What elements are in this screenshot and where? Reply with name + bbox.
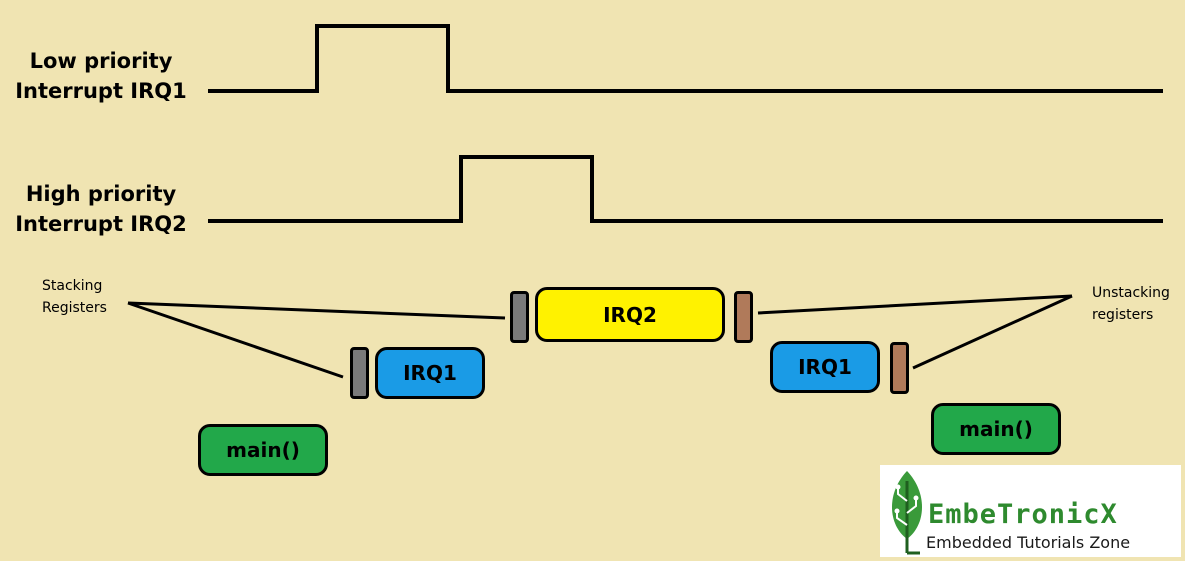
irq1-waveform	[208, 24, 1163, 93]
irq2-signal-label: High priority Interrupt IRQ2	[0, 181, 206, 238]
stacking-register-irq2	[510, 291, 529, 343]
unstacking-register-irq2	[734, 291, 753, 343]
stacking-register-irq1	[350, 347, 369, 399]
irq2-waveform	[208, 155, 1163, 223]
stacking-note: Stacking Registers	[42, 275, 107, 320]
main-block-right: main()	[931, 403, 1061, 455]
unstacking-note: Unstacking registers	[1092, 282, 1170, 327]
unstacking-pointer-from-irq2	[757, 294, 1073, 315]
irq2-label-line1: High priority	[25, 182, 177, 206]
logo-tagline: Embedded Tutorials Zone	[926, 533, 1131, 552]
irq1-signal-label: Low priority Interrupt IRQ1	[0, 48, 206, 105]
unstacking-register-irq1	[890, 342, 909, 394]
stacking-note-line1: Stacking	[42, 278, 103, 294]
irq2-block: IRQ2	[535, 287, 725, 342]
stacking-pointer-to-irq2	[127, 301, 506, 320]
leaf-circuit-icon	[891, 471, 923, 555]
embetronicx-logo: EmbeTronicX Embedded Tutorials Zone	[880, 465, 1181, 557]
unstacking-pointer-from-irq1	[912, 294, 1073, 370]
irq1-label-line2: Interrupt IRQ1	[15, 79, 187, 104]
irq1-block-right: IRQ1	[770, 341, 880, 393]
stacking-pointer-to-irq1	[127, 301, 344, 379]
unstacking-note-line1: Unstacking	[1092, 285, 1170, 301]
stacking-note-line2: Registers	[42, 300, 107, 317]
main-block-left: main()	[198, 424, 328, 476]
irq1-label-line1: Low priority	[29, 49, 173, 73]
unstacking-note-line2: registers	[1092, 307, 1154, 324]
logo-name: EmbeTronicX	[928, 499, 1118, 530]
irq2-label-line2: Interrupt IRQ2	[15, 212, 187, 237]
irq1-block-left: IRQ1	[375, 347, 485, 399]
